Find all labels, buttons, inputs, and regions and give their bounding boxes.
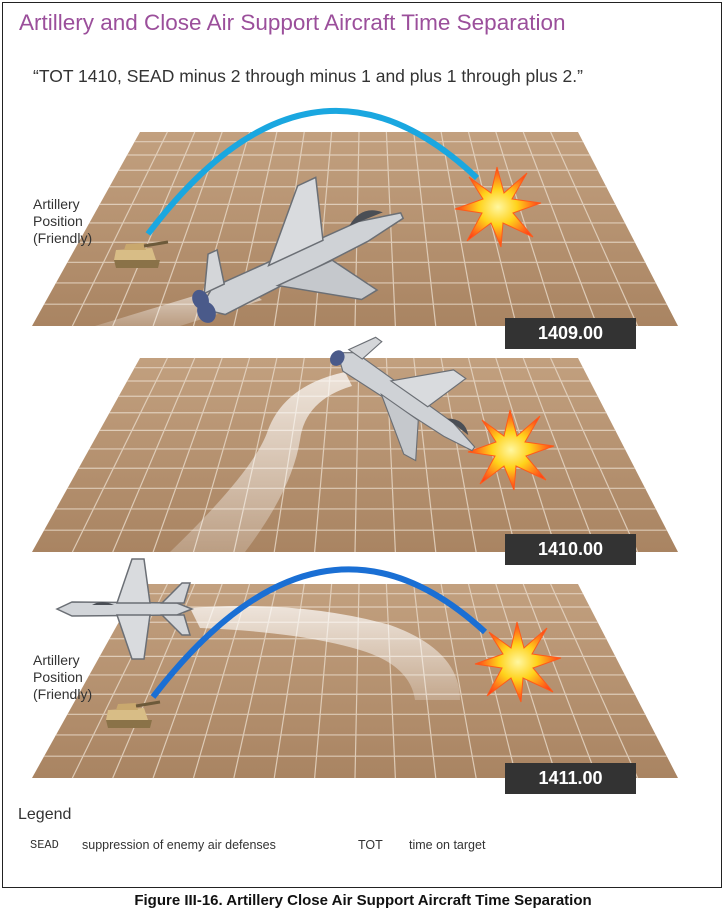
fighter-jet (192, 176, 405, 323)
artillery-label-line2: Position (33, 669, 83, 685)
panel-3 (32, 558, 678, 779)
grid-line (71, 583, 168, 779)
ground-plane (32, 358, 678, 552)
panel-1 (32, 107, 678, 327)
artillery-label-line2: Position (33, 213, 83, 229)
explosion-icon (467, 409, 555, 491)
grid-line (522, 131, 598, 327)
panel-2 (32, 336, 678, 553)
artillery-trajectory (145, 107, 480, 236)
grid-line (467, 583, 518, 779)
grid-line (314, 131, 333, 327)
grid-line (71, 131, 168, 327)
legend-abbr-tot: TOT (358, 838, 383, 852)
figure-caption: Figure III-16. Artillery Close Air Suppo… (134, 892, 592, 909)
grid-line (522, 583, 598, 779)
explosion-icon (474, 621, 562, 703)
grid-line (354, 357, 360, 553)
grid-line (550, 357, 639, 553)
grid-line (152, 357, 223, 553)
grid-line (71, 357, 168, 553)
artillery-vehicle (114, 240, 169, 268)
time-label-1410: 1410.00 (505, 534, 636, 565)
artillery-trajectory (150, 566, 488, 699)
grid-line (550, 583, 639, 779)
grid-line (550, 131, 639, 327)
legend-def-sead: suppression of enemy air defenses (82, 838, 276, 852)
legend-title: Legend (18, 806, 72, 823)
legend-abbr-sead: SEAD (30, 838, 59, 852)
smoke-trail (190, 606, 460, 700)
time-label-1411: 1411.00 (505, 763, 636, 794)
grid-line (440, 131, 477, 327)
grid-line (467, 131, 518, 327)
artillery-label-line3: (Friendly) (33, 230, 93, 246)
fighter-jet (55, 558, 195, 660)
quote-text: “TOT 1410, SEAD minus 2 through minus 1 … (33, 66, 583, 86)
artillery-label-line1: Artillery (33, 652, 80, 668)
grid-line (385, 131, 396, 327)
artillery-label-line1: Artillery (33, 196, 80, 212)
grid-line (413, 131, 437, 327)
page-title: Artillery and Close Air Support Aircraft… (19, 10, 566, 35)
artillery-position-label: Artillery Position (Friendly) (33, 196, 92, 247)
grid-line (495, 583, 558, 779)
fighter-jet (330, 336, 476, 462)
smoke-trail (170, 372, 352, 552)
grid-line (354, 583, 360, 779)
grid-line (440, 583, 477, 779)
figure-frame (2, 2, 722, 888)
artillery-position-label: Artillery Position (Friendly) (33, 652, 92, 703)
grid-line (522, 357, 598, 553)
explosion-icon (454, 166, 542, 248)
grid-line (385, 583, 396, 779)
artillery-label-line3: (Friendly) (33, 686, 93, 702)
legend-def-tot: time on target (409, 838, 486, 852)
artillery-vehicle (106, 700, 161, 728)
grid-line (112, 357, 196, 553)
time-label-1409: 1409.00 (505, 318, 636, 349)
